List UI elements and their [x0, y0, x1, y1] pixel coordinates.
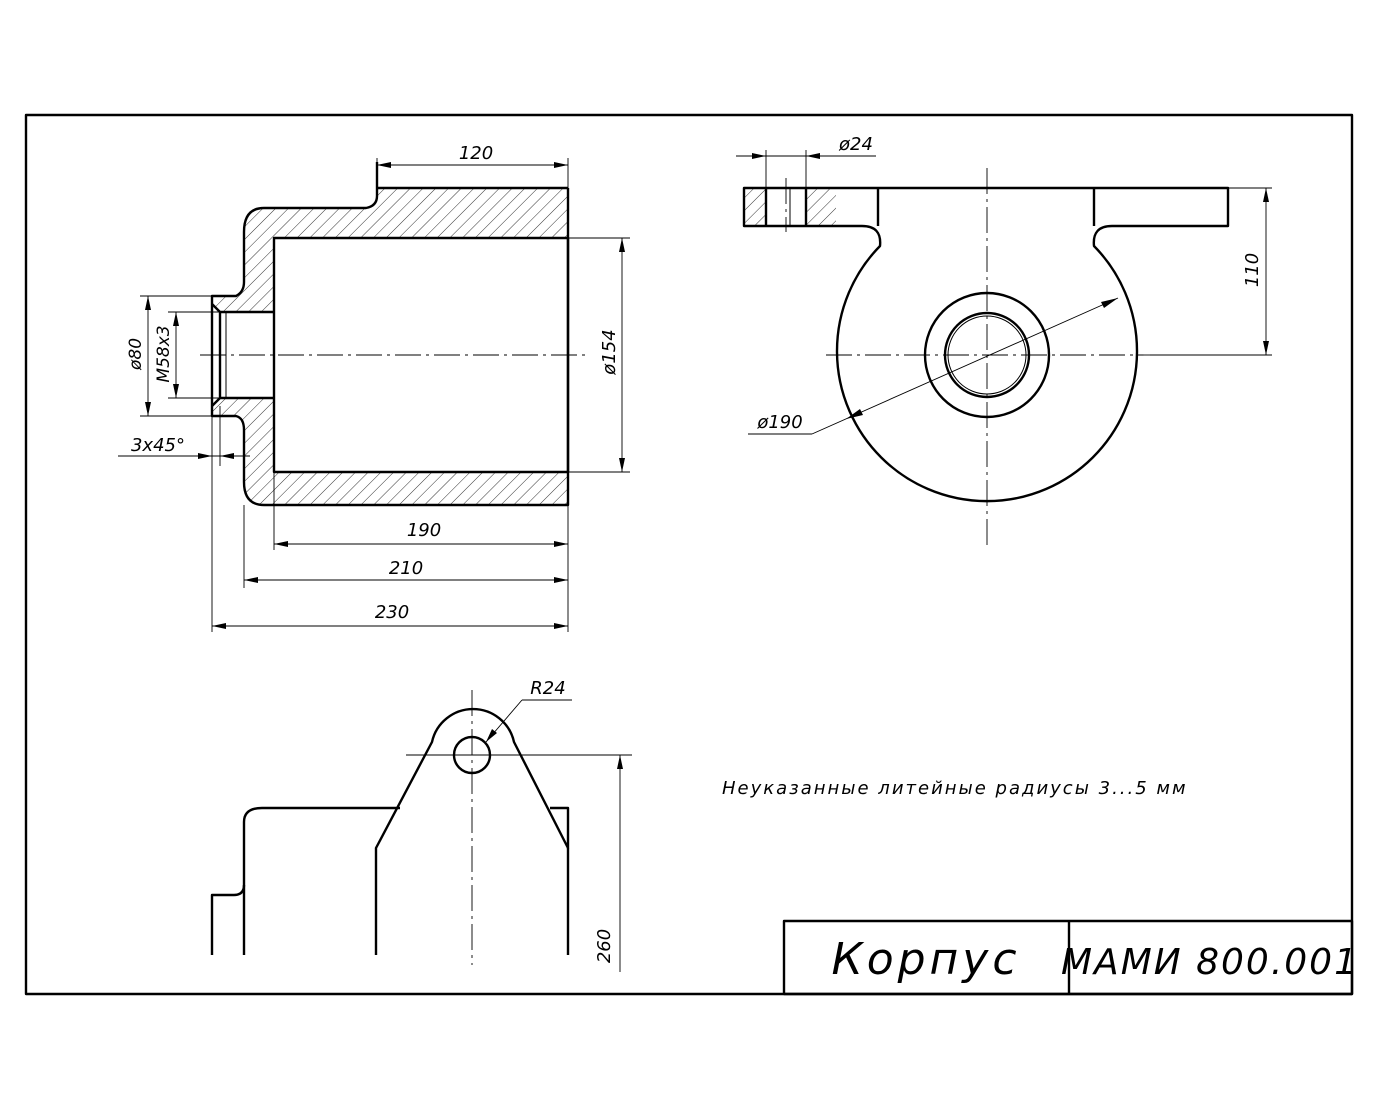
casting-radii-note: Неуказанные литейные радиусы 3...5 мм [722, 778, 1188, 799]
front-outer-contour [210, 162, 570, 507]
part-name: Корпус [831, 934, 1020, 985]
front-view: 120 ø154 ø80 М58х3 3х45° [118, 143, 630, 632]
dim-210-label: 210 [389, 558, 423, 579]
dim-24-label: ø24 [838, 134, 873, 155]
dim-110-label: 110 [1242, 253, 1263, 287]
dim-260-label: 260 [594, 929, 615, 963]
hole-hatch-left [744, 188, 766, 226]
dim-230-label: 230 [375, 602, 409, 623]
dim-chamfer-label: 3х45° [131, 435, 185, 456]
top-view: ø24 110 ø190 [736, 134, 1272, 545]
dim-190-top-label: ø190 [756, 412, 802, 433]
title-block: Корпус МАМИ 800.001 [782, 919, 1359, 996]
dim-r24-label: R24 [530, 678, 565, 699]
sheet-frame [24, 113, 1354, 996]
dim-154-label: ø154 [599, 329, 620, 375]
part-designation: МАМИ 800.001 [1061, 942, 1359, 983]
side-view: R24 260 [210, 678, 632, 972]
section-hatch-bottom [212, 398, 568, 505]
section-hatch-top [212, 188, 568, 312]
dim-80-label: ø80 [126, 338, 146, 371]
side-body-contour [210, 806, 400, 955]
dim-120-label: 120 [459, 143, 493, 164]
side-lug-contour [374, 707, 570, 955]
dim-190-label: 190 [407, 520, 441, 541]
dim-thread-label: М58х3 [154, 325, 174, 382]
flange-contour [742, 186, 1230, 503]
hole-hatch-right [806, 188, 836, 226]
